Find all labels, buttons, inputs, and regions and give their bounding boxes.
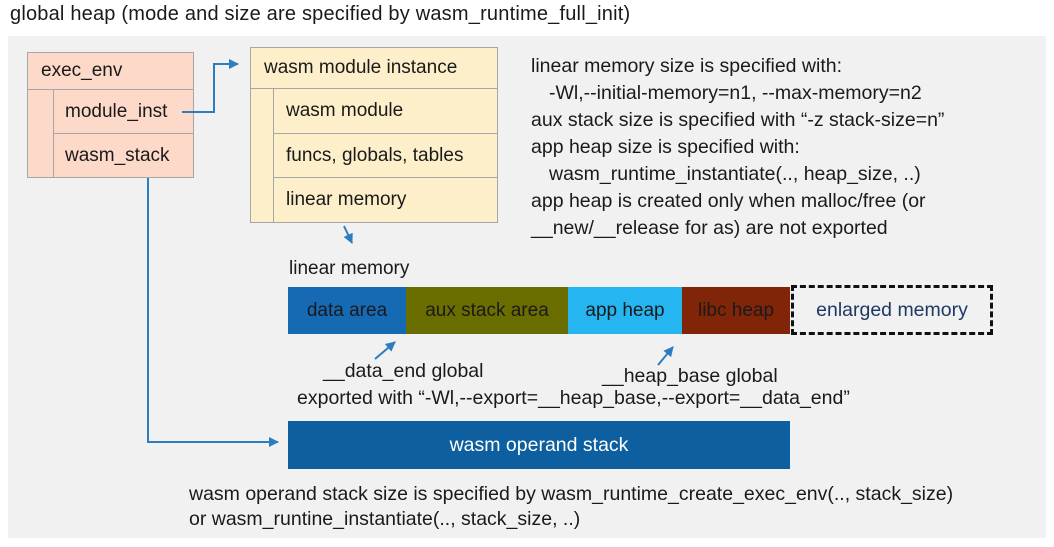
exec-env-box: exec_env module_inst wasm_stack xyxy=(27,52,194,178)
exec-env-header: exec_env xyxy=(28,53,193,90)
operand-stack-footnote: wasm operand stack size is specified by … xyxy=(189,482,953,532)
linear-memory-label: linear memory xyxy=(289,258,410,279)
note-line: wasm_runtime_instantiate(.., heap_size, … xyxy=(549,163,921,185)
note-line: app heap size is specified with: xyxy=(531,136,800,158)
instance-row-wasm-module: wasm module xyxy=(286,99,404,121)
module-instance-header: wasm module instance xyxy=(251,48,497,89)
exported-with-label: exported with “-Wl,--export=__heap_base,… xyxy=(297,387,850,409)
segment-libc-heap: libc heap xyxy=(682,287,790,334)
note-line: -Wl,--initial-memory=n1, --max-memory=n2 xyxy=(549,82,922,104)
segment-app-heap: app heap xyxy=(568,287,682,334)
exec-env-row-module-inst: module_inst xyxy=(65,100,168,122)
wasm-operand-stack-bar: wasm operand stack xyxy=(288,421,790,469)
memory-size-notes: linear memory size is specified with: -W… xyxy=(531,53,944,242)
note-line: app heap is created only when malloc/fre… xyxy=(531,190,926,212)
module-instance-indent-strip xyxy=(251,89,274,222)
diagram-title: global heap (mode and size are specified… xyxy=(10,3,631,25)
segment-data-area: data area xyxy=(288,287,406,334)
instance-row-linear-memory: linear memory xyxy=(274,177,497,222)
instance-row-funcs-globals-tables: funcs, globals, tables xyxy=(274,132,497,178)
data-end-global-label: __data_end global xyxy=(323,360,484,382)
wasm-module-instance-box: wasm module instance wasm module funcs, … xyxy=(250,47,498,223)
heap-base-global-label: __heap_base global xyxy=(602,365,778,387)
note-line: linear memory size is specified with: xyxy=(531,55,843,77)
note-line: __new/__release for as) are not exported xyxy=(531,217,888,239)
segment-aux-stack-area: aux stack area xyxy=(406,287,568,334)
exec-env-indent-strip xyxy=(28,90,54,177)
segment-enlarged-memory: enlarged memory xyxy=(791,285,993,335)
footnote-line: wasm operand stack size is specified by … xyxy=(189,483,954,505)
exec-env-row-wasm-stack: wasm_stack xyxy=(54,133,193,177)
footnote-line: or wasm_runtine_instantiate(.., stack_si… xyxy=(189,508,581,530)
note-line: aux stack size is specified with “-z sta… xyxy=(531,109,945,131)
